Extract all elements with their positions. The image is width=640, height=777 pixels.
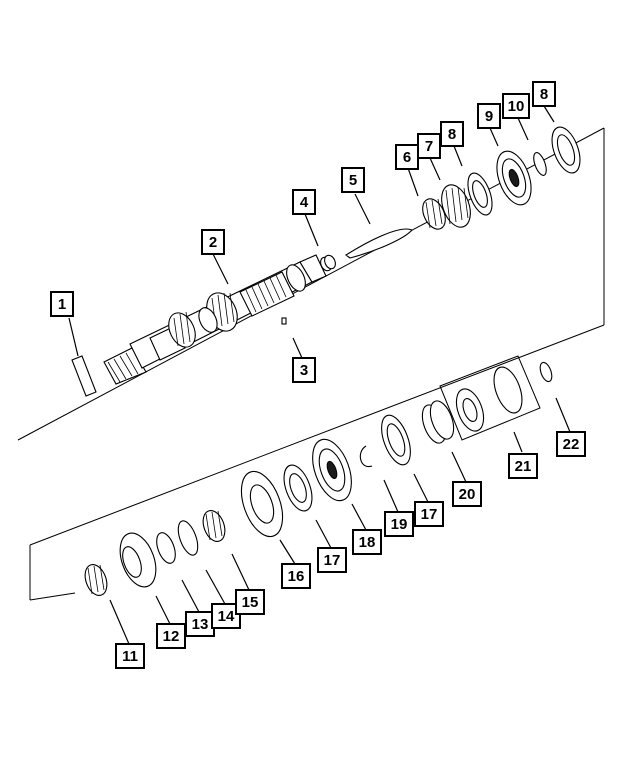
callout-19: 19 — [384, 511, 414, 537]
svg-text:2: 2 — [209, 234, 217, 251]
svg-text:13: 13 — [192, 616, 209, 633]
svg-text:12: 12 — [163, 628, 180, 645]
svg-text:15: 15 — [242, 594, 259, 611]
part-5-snap-ring[interactable] — [345, 228, 413, 259]
part-17-synchro-ring-outer[interactable] — [376, 411, 416, 468]
callout-12: 12 — [156, 623, 186, 649]
svg-text:8: 8 — [448, 126, 456, 143]
svg-text:11: 11 — [122, 648, 138, 665]
part-21-bearing-kit[interactable] — [439, 355, 541, 441]
svg-text:3: 3 — [300, 362, 308, 379]
part-4-bushing[interactable] — [319, 254, 338, 273]
svg-text:9: 9 — [485, 108, 493, 125]
part-19-snap-ring[interactable] — [359, 445, 373, 468]
callout-9: 9 — [477, 103, 501, 129]
svg-text:18: 18 — [359, 534, 376, 551]
svg-text:16: 16 — [288, 568, 305, 585]
svg-text:7: 7 — [425, 138, 433, 155]
svg-text:17: 17 — [421, 506, 438, 523]
callout-6: 6 — [395, 144, 419, 170]
svg-text:8: 8 — [540, 86, 548, 103]
part-22-snap-ring[interactable] — [538, 361, 554, 383]
callout-8-inner: 8 — [440, 121, 464, 147]
svg-text:14: 14 — [218, 608, 235, 625]
callout-4: 4 — [292, 189, 316, 215]
part-12-gear[interactable] — [113, 528, 162, 592]
part-1-key[interactable] — [71, 355, 97, 397]
part-20-sleeve[interactable] — [418, 398, 458, 446]
callout-18: 18 — [352, 529, 382, 555]
callout-22: 22 — [556, 431, 586, 457]
callout-11: 11 — [115, 643, 145, 669]
part-16-gear[interactable] — [233, 466, 290, 542]
callout-7: 7 — [417, 133, 441, 159]
callout-5: 5 — [341, 167, 365, 193]
part-13-ring[interactable] — [153, 530, 179, 566]
part-9-synchronizer-assembly[interactable] — [490, 147, 537, 210]
svg-text:17: 17 — [324, 552, 341, 569]
part-18-synchronizer-assembly[interactable] — [305, 434, 359, 506]
callout-17-outer: 17 — [414, 501, 444, 527]
callout-13: 13 — [185, 611, 215, 637]
svg-text:21: 21 — [515, 458, 532, 475]
part-11-needle-bearing[interactable] — [81, 562, 111, 599]
callout-20: 20 — [452, 481, 482, 507]
part-2-main-shaft[interactable] — [103, 254, 327, 385]
part-15-needle-bearing[interactable] — [199, 508, 229, 545]
part-8-synchro-ring-outer[interactable] — [547, 123, 586, 176]
part-10-snap-ring[interactable] — [531, 151, 549, 177]
callout-2: 2 — [201, 229, 225, 255]
part-17-synchro-ring[interactable] — [279, 461, 318, 514]
svg-text:22: 22 — [563, 436, 580, 453]
callout-10: 10 — [502, 93, 530, 119]
part-7-gear[interactable] — [436, 181, 475, 231]
part-3-pin[interactable] — [281, 317, 287, 325]
callout-21: 21 — [508, 453, 538, 479]
callout-3: 3 — [292, 357, 316, 383]
svg-text:1: 1 — [58, 296, 66, 313]
callout-16: 16 — [281, 563, 311, 589]
callout-14: 14 — [211, 603, 241, 629]
callout-15: 15 — [235, 589, 265, 615]
callout-17-inner: 17 — [317, 547, 347, 573]
svg-text:6: 6 — [403, 149, 411, 166]
part-8-synchro-ring[interactable] — [463, 170, 497, 218]
leader-lines — [68, 105, 571, 645]
callout-8-outer: 8 — [532, 81, 556, 107]
svg-text:19: 19 — [391, 516, 408, 533]
svg-text:20: 20 — [459, 486, 476, 503]
callout-1: 1 — [50, 291, 74, 317]
part-14-snap-ring[interactable] — [174, 518, 201, 557]
svg-text:4: 4 — [300, 194, 309, 211]
svg-text:10: 10 — [508, 98, 525, 115]
svg-text:5: 5 — [349, 172, 357, 189]
